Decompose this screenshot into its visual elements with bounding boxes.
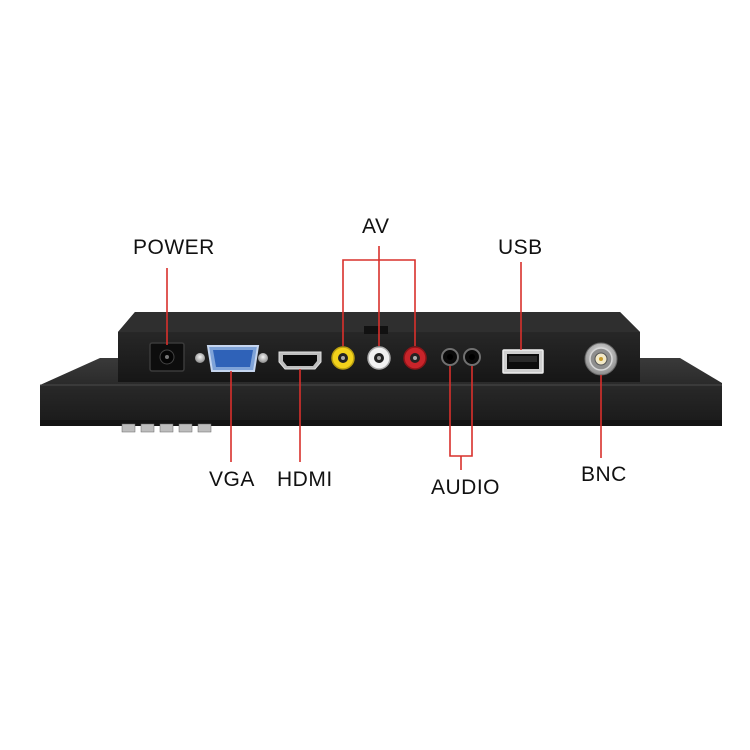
audio-jacks-icon [441, 348, 481, 366]
av-label: AV [362, 215, 390, 238]
power-label: POWER [133, 236, 215, 259]
rca-jacks-icon [331, 346, 427, 370]
vga-port-icon [195, 345, 268, 372]
vga-label: VGA [209, 468, 255, 491]
hdmi-port-icon [278, 351, 322, 370]
hdmi-label: HDMI [277, 468, 333, 491]
dc-power-jack-icon [149, 342, 185, 372]
usb-port-icon [502, 349, 544, 374]
bnc-label: BNC [581, 463, 627, 486]
control-buttons [121, 423, 212, 433]
bnc-connector-icon [584, 342, 618, 376]
callout-lines [166, 246, 602, 470]
usb-label: USB [498, 236, 543, 259]
audio-label: AUDIO [431, 476, 501, 499]
